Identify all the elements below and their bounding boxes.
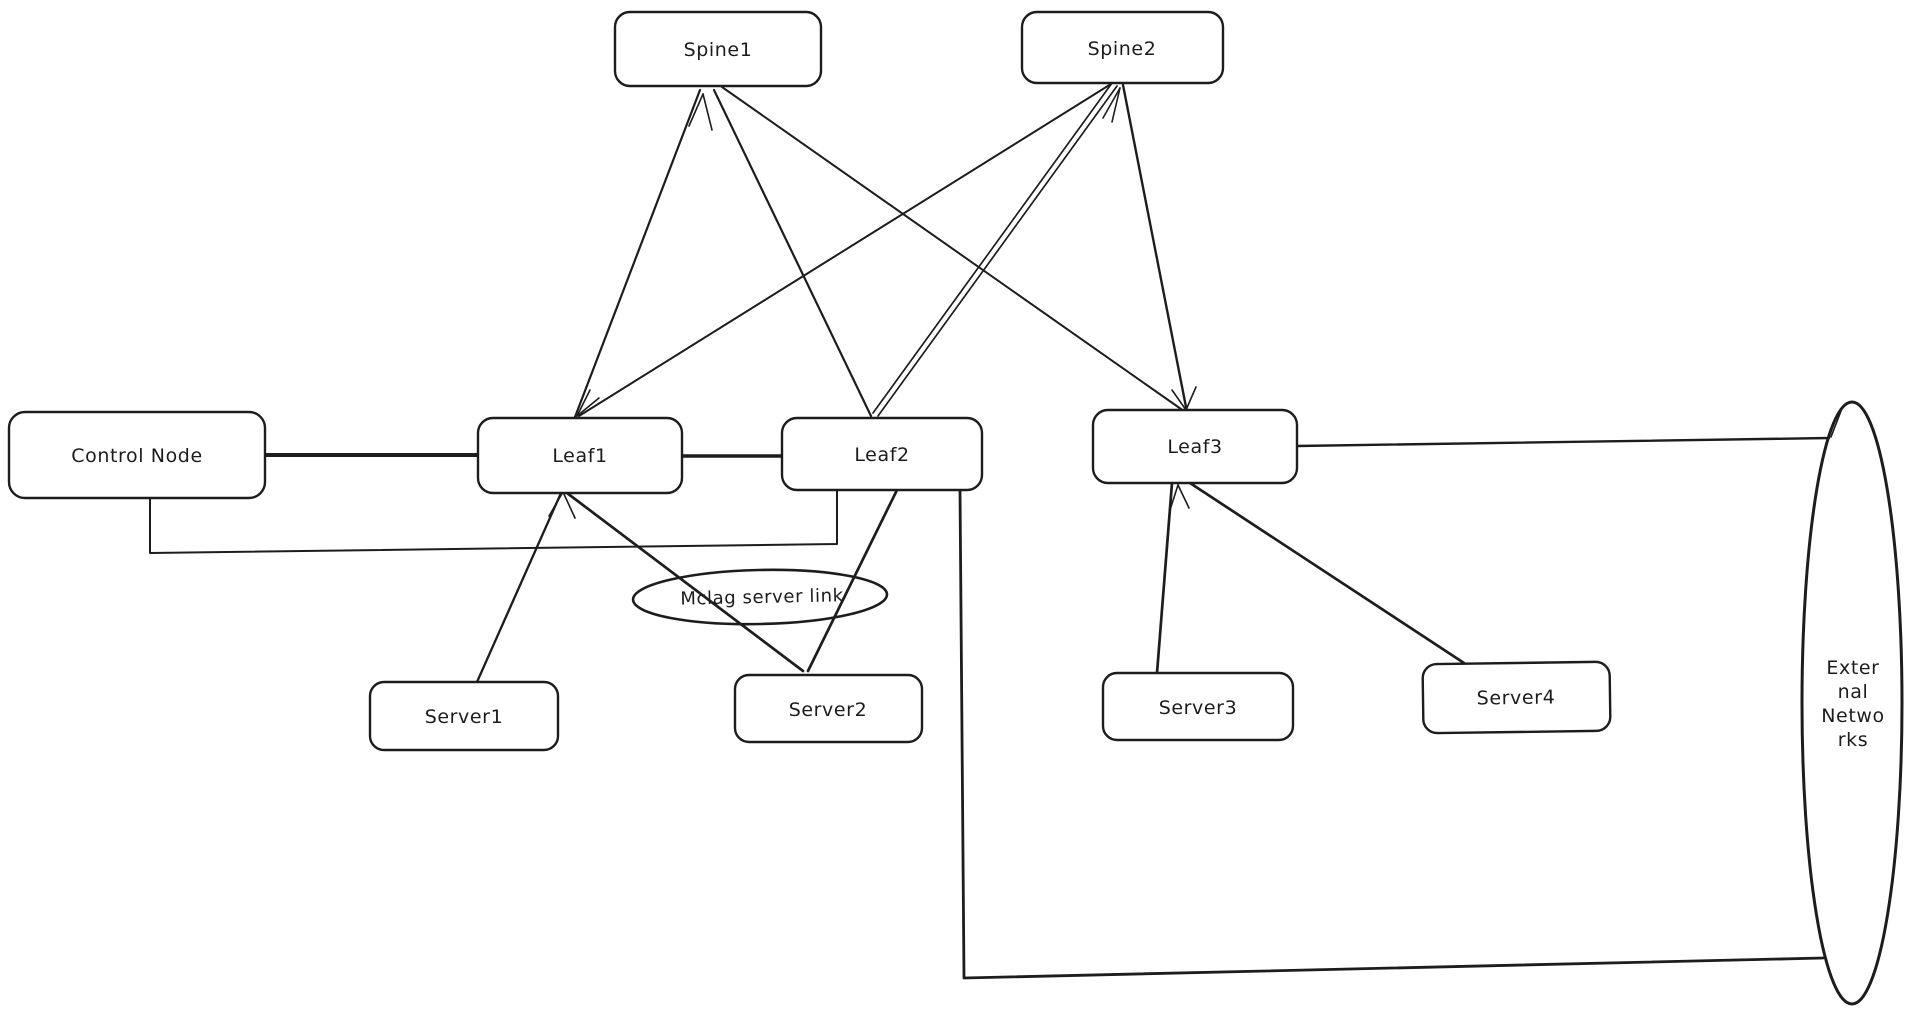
server2-box[interactable] xyxy=(733,673,924,744)
node-leaf1[interactable]: Leaf1 xyxy=(476,416,684,495)
external-networks-label-line4: rks xyxy=(1838,729,1869,751)
edge-spine2-leaf1[interactable] xyxy=(578,83,1112,417)
node-server4[interactable]: Server4 xyxy=(1421,660,1612,735)
server3-label: Server3 xyxy=(1159,697,1238,719)
node-spine1[interactable]: Spine1 xyxy=(613,10,823,88)
server1-label: Server1 xyxy=(425,706,504,728)
edge-spine1-leaf2[interactable] xyxy=(712,88,873,418)
edge-leaf3-server4[interactable] xyxy=(1188,481,1466,665)
arrowhead-spine2 xyxy=(1102,87,1121,123)
edge-leaf3-server3[interactable] xyxy=(1155,481,1174,675)
leaf2-box[interactable] xyxy=(780,416,984,492)
node-server3[interactable]: Server3 xyxy=(1101,671,1295,742)
control-node-box[interactable] xyxy=(7,410,267,500)
external-networks-label-line2: nal xyxy=(1838,681,1869,703)
leaf1-label: Leaf1 xyxy=(552,445,607,467)
edge-leaf2-server2[interactable] xyxy=(806,488,899,673)
external-networks-label-line1: Exter xyxy=(1826,657,1879,679)
edge-spine1-leaf3[interactable] xyxy=(721,86,1182,410)
control-node-label: Control Node xyxy=(71,445,203,467)
leaf1-box[interactable] xyxy=(476,416,684,495)
edge-controlnode-leaf2[interactable] xyxy=(149,489,838,554)
arrowhead-spine1 xyxy=(688,93,713,131)
node-leaf2[interactable]: Leaf2 xyxy=(780,416,984,492)
arrowhead-leaf3-top xyxy=(1171,386,1197,411)
spine1-label: Spine1 xyxy=(684,39,753,61)
arrowhead-leaf1-bottom xyxy=(548,491,576,519)
arrowhead-external-top xyxy=(1830,410,1842,438)
edge-spine1-leaf1[interactable] xyxy=(573,88,702,419)
node-leaf3[interactable]: Leaf3 xyxy=(1091,408,1299,485)
leaf3-box[interactable] xyxy=(1091,408,1299,485)
node-server2[interactable]: Server2 xyxy=(733,673,924,744)
spine1-box[interactable] xyxy=(613,10,823,88)
external-networks-ellipse[interactable] xyxy=(1800,400,1904,1006)
node-external-networks[interactable]: Exter nal Netwo rks xyxy=(1800,400,1904,1006)
edge-spine2-leaf2[interactable] xyxy=(872,82,1118,417)
edge-leaf2-external[interactable] xyxy=(958,488,1825,980)
arrowhead-leaf1-top xyxy=(576,389,600,417)
edge-leaf1-server2[interactable] xyxy=(565,491,805,673)
external-networks-label-line3: Netwo xyxy=(1821,705,1885,727)
nodes-layer: Spine1 Spine2 Control Node Leaf1 Leaf2 L… xyxy=(7,10,1904,1006)
server1-box[interactable] xyxy=(368,680,560,752)
edge-leaf3-external[interactable] xyxy=(1295,436,1831,448)
arrowhead-leaf3-bottom xyxy=(1169,484,1190,511)
spine2-box[interactable] xyxy=(1020,10,1225,85)
server3-box[interactable] xyxy=(1101,671,1295,742)
server4-box[interactable] xyxy=(1421,660,1612,735)
edge-leaf1-server1[interactable] xyxy=(475,491,563,684)
node-spine2[interactable]: Spine2 xyxy=(1020,10,1225,85)
spine2-label: Spine2 xyxy=(1088,38,1157,60)
server2-label: Server2 xyxy=(789,699,868,721)
node-mclag-link[interactable]: Mclag server link xyxy=(631,567,889,626)
edges-layer xyxy=(149,82,1842,980)
node-server1[interactable]: Server1 xyxy=(368,680,560,752)
server4-label: Server4 xyxy=(1477,686,1556,709)
edge-spine2-leaf3[interactable] xyxy=(1121,83,1188,409)
leaf2-label: Leaf2 xyxy=(854,444,909,466)
node-control-node[interactable]: Control Node xyxy=(7,410,267,500)
mclag-ellipse[interactable] xyxy=(631,567,889,626)
mclag-label: Mclag server link xyxy=(680,585,844,609)
leaf3-label: Leaf3 xyxy=(1167,436,1222,458)
